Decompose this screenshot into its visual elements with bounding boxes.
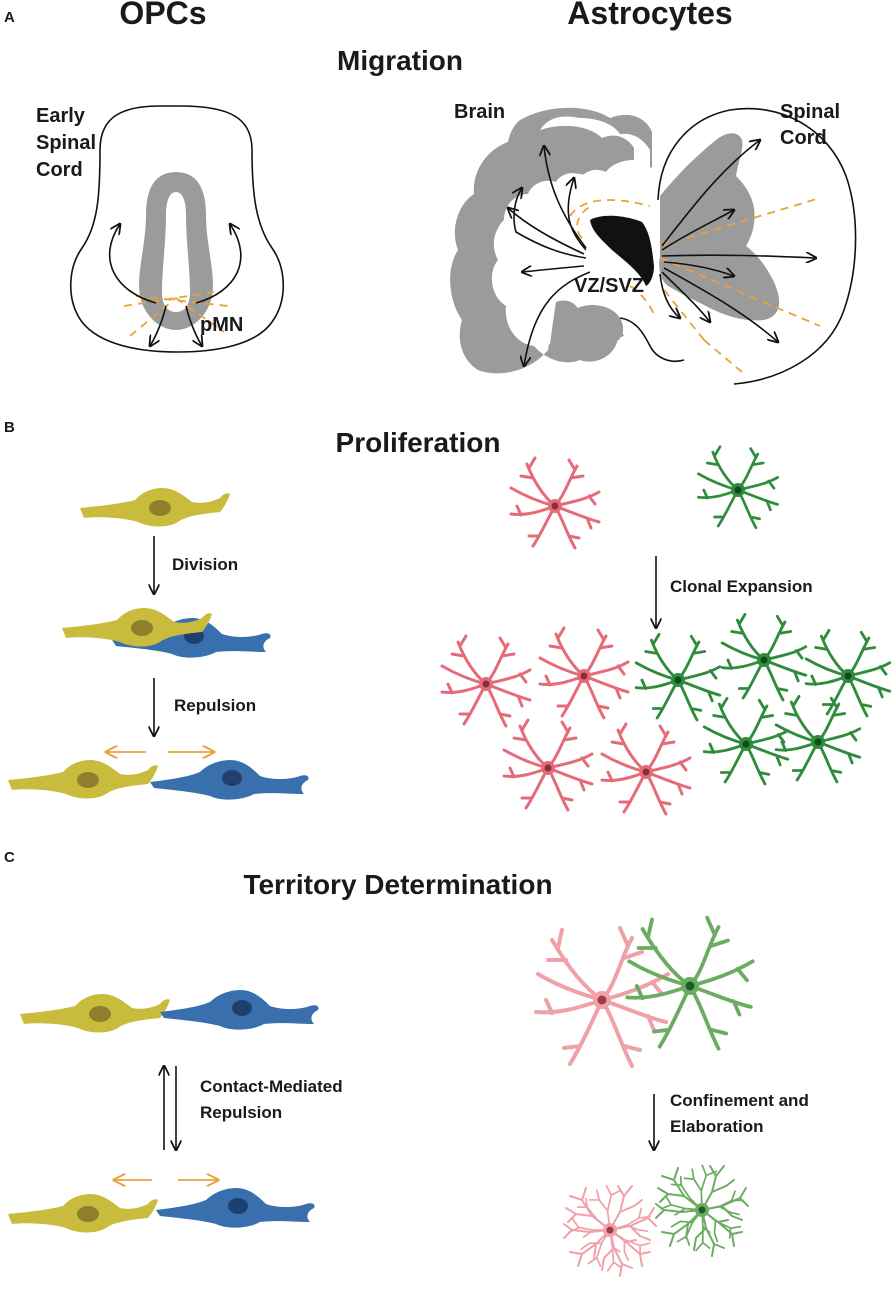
section-title-territory: Territory Determination [243, 869, 552, 900]
opc-cell-blue-apart [156, 1188, 315, 1228]
panel-label-a: A [4, 9, 15, 26]
label-repulsion: Repulsion [174, 696, 256, 715]
opc-cell-yellow-apart [8, 1194, 158, 1233]
label-spinal: Spinal [36, 132, 96, 154]
label-pmn: pMN [200, 314, 243, 336]
pmn-domain-dashes [123, 291, 229, 337]
astrocyte-red-clones [440, 626, 692, 816]
astrocyte-proliferation: Clonal Expansion [440, 445, 892, 816]
label-cord: Cord [36, 159, 83, 181]
opc-proliferation: Division Repulsion [8, 488, 309, 800]
column-title-astrocytes: Astrocytes [567, 0, 732, 31]
brain-lower-line [619, 317, 685, 362]
section-title-proliferation: Proliferation [336, 427, 501, 458]
opc-cell-blue-contact [160, 990, 319, 1030]
label-division: Division [172, 555, 238, 574]
brain-diagram: Brain VZ/SVZ [450, 101, 685, 374]
panel-label-b: B [4, 419, 15, 436]
column-title-opcs: OPCs [119, 0, 206, 31]
gray-matter-ventricle [139, 172, 213, 330]
opc-cell-blue-separated [150, 760, 309, 800]
brain-cortex [450, 107, 652, 374]
brain-migration-arrows [508, 146, 591, 366]
vz-svz-dashes [569, 199, 655, 315]
spinal-cord-section-outline [657, 107, 857, 385]
label-elaboration: Elaboration [670, 1117, 764, 1136]
label-vz-svz: VZ/SVZ [574, 275, 644, 297]
opc-cell-yellow [80, 488, 230, 527]
label-spinal-2: Spinal [780, 101, 840, 123]
opc-cell-yellow-separated [8, 760, 158, 799]
adult-spinal-cord-diagram: Spinal Cord [657, 101, 857, 385]
spinal-cord-dashes [659, 197, 821, 373]
label-cord-2: Cord [780, 127, 827, 149]
opc-territory: Contact-Mediated Repulsion [8, 990, 343, 1233]
label-clonal-expansion: Clonal Expansion [670, 577, 813, 596]
opc-cell-yellow-contact [20, 994, 170, 1033]
spinal-cord-gray-matter [659, 133, 780, 321]
lateral-ventricle [590, 215, 654, 286]
label-confinement: Confinement and [670, 1091, 809, 1110]
astrocyte-territory: Confinement and Elaboration [534, 915, 809, 1287]
spinal-migration-arrows [659, 140, 816, 342]
label-contact-repulsion: Repulsion [200, 1103, 282, 1122]
label-brain: Brain [454, 101, 505, 123]
early-spinal-cord-diagram: Early Spinal Cord pMN [36, 105, 285, 353]
spinal-cord-outline [69, 105, 285, 353]
label-early: Early [36, 105, 86, 127]
opc-migration-arrows [108, 224, 242, 346]
section-title-migration: Migration [337, 45, 463, 76]
hippocampus-fold [563, 304, 624, 345]
panel-label-c: C [4, 849, 15, 866]
label-contact-mediated: Contact-Mediated [200, 1077, 343, 1096]
astrocyte-green-clones [634, 612, 892, 786]
